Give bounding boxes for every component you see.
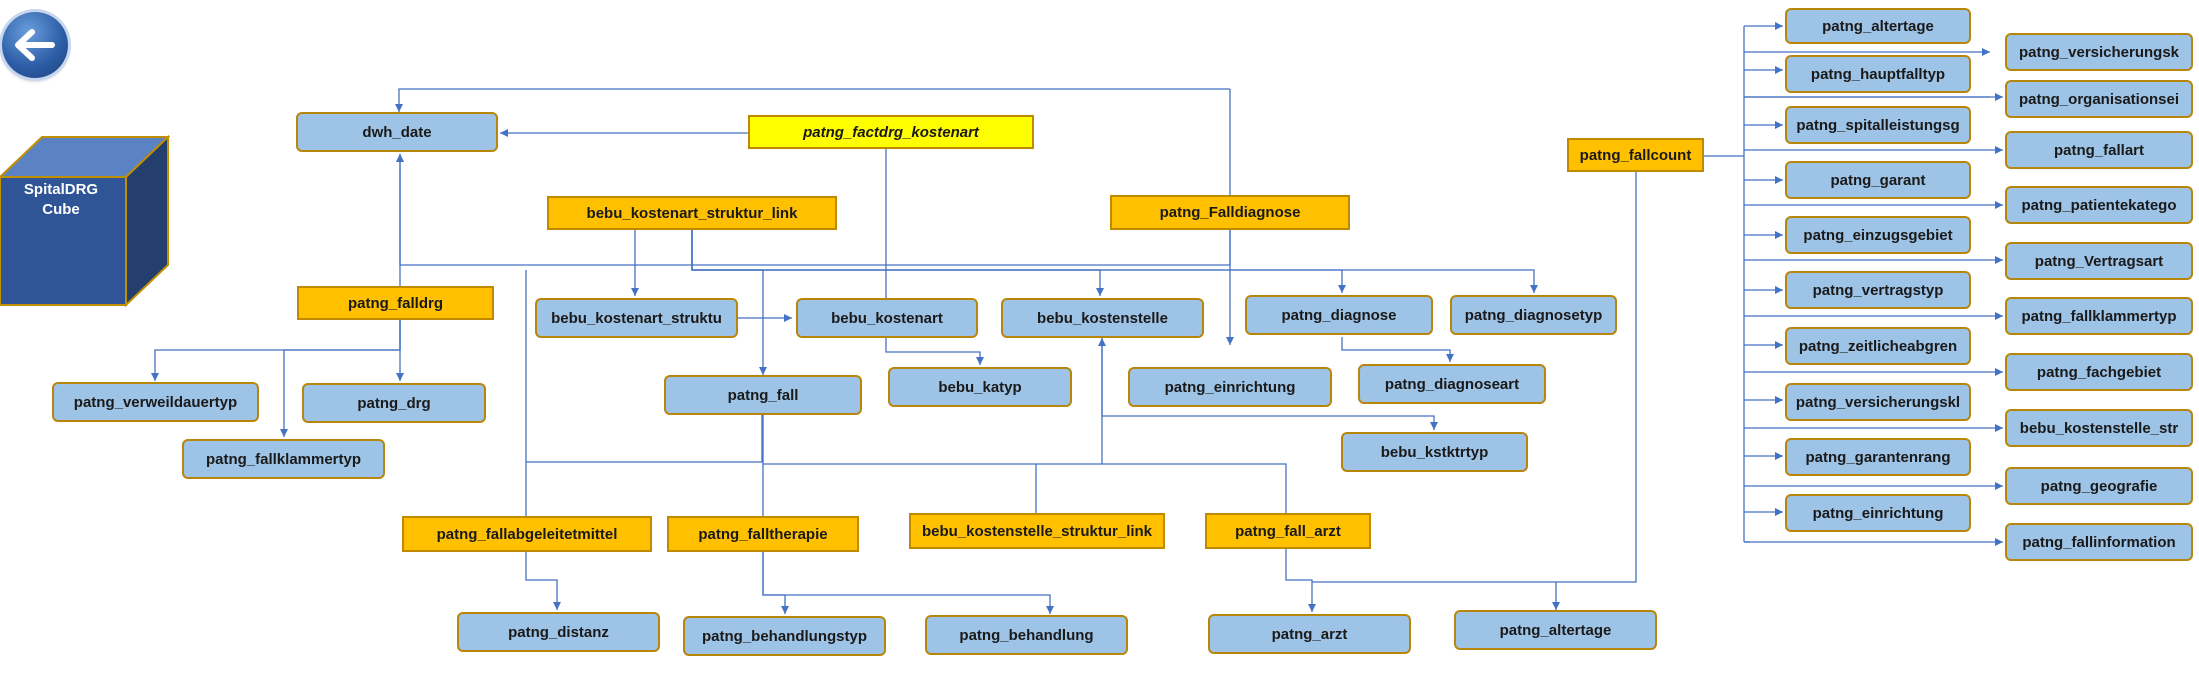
node-r-garantenrang[interactable]: patng_garantenrang [1785,438,1971,476]
node-patng-diagnosetyp[interactable]: patng_diagnosetyp [1450,295,1617,335]
node-patng-falltherapie[interactable]: patng_falltherapie [667,516,859,552]
node-patng-diagnose[interactable]: patng_diagnose [1245,295,1433,335]
node-bebu-kostenart-struktur-link[interactable]: bebu_kostenart_struktur_link [547,196,837,230]
node-r-vertragstyp[interactable]: patng_vertragstyp [1785,271,1971,309]
node-patng-einrichtung[interactable]: patng_einrichtung [1128,367,1332,407]
node-patng-distanz[interactable]: patng_distanz [457,612,660,652]
node-s-geografie[interactable]: patng_geografie [2005,467,2193,505]
node-r-altertage[interactable]: patng_altertage [1785,8,1971,44]
node-bebu-kostenstelle-struktur-link[interactable]: bebu_kostenstelle_struktur_link [909,513,1165,549]
node-patng-falldiagnose[interactable]: patng_Falldiagnose [1110,195,1350,230]
node-bebu-kstktrtyp[interactable]: bebu_kstktrtyp [1341,432,1528,472]
cube-label: SpitalDRG Cube [0,180,122,220]
node-patng-behandlung[interactable]: patng_behandlung [925,615,1128,655]
node-s-vertragsart[interactable]: patng_Vertragsart [2005,242,2193,280]
node-dwh-date[interactable]: dwh_date [296,112,498,152]
node-r-hauptfalltyp[interactable]: patng_hauptfalltyp [1785,55,1971,93]
cube-label-line2: Cube [42,201,80,218]
node-s-fachgebiet[interactable]: patng_fachgebiet [2005,353,2193,391]
node-patng-factdrg-kostenart[interactable]: patng_factdrg_kostenart [748,115,1034,149]
node-patng-fallklammertyp[interactable]: patng_fallklammertyp [182,439,385,479]
node-r-versicherungskl[interactable]: patng_versicherungskl [1785,383,1971,421]
node-r-garant[interactable]: patng_garant [1785,161,1971,199]
node-patng-falldrg[interactable]: patng_falldrg [297,286,494,320]
node-bebu-kostenart-struktu[interactable]: bebu_kostenart_struktu [535,298,738,338]
node-s-versicherungsk[interactable]: patng_versicherungsk [2005,33,2193,71]
cube-label-line1: SpitalDRG [23,181,99,198]
back-button[interactable] [2,12,68,78]
node-s-organisationsei[interactable]: patng_organisationsei [2005,80,2193,118]
node-patng-verweildauertyp[interactable]: patng_verweildauertyp [52,382,259,422]
node-s-kostenstelle-str[interactable]: bebu_kostenstelle_str [2005,409,2193,447]
node-s-fallinformation[interactable]: patng_fallinformation [2005,523,2193,561]
node-bebu-katyp[interactable]: bebu_katyp [888,367,1072,407]
node-patng-fall-arzt[interactable]: patng_fall_arzt [1205,513,1371,549]
node-s-fallklammertyp[interactable]: patng_fallklammertyp [2005,297,2193,335]
node-bebu-kostenart[interactable]: bebu_kostenart [796,298,978,338]
node-patng-fall[interactable]: patng_fall [664,375,862,415]
node-r-spitalleistungsg[interactable]: patng_spitalleistungsg [1785,106,1971,144]
cube-icon [0,135,170,307]
node-patng-fallabgeleitetmittel[interactable]: patng_fallabgeleitetmittel [402,516,652,552]
node-patng-arzt[interactable]: patng_arzt [1208,614,1411,654]
node-r-zeitlicheabgren[interactable]: patng_zeitlicheabgren [1785,327,1971,365]
node-bebu-kostenstelle[interactable]: bebu_kostenstelle [1001,298,1204,338]
node-patng-fallcount[interactable]: patng_fallcount [1567,138,1704,172]
node-patng-altertage[interactable]: patng_altertage [1454,610,1657,650]
node-patng-behandlungstyp[interactable]: patng_behandlungstyp [683,616,886,656]
node-r-einrichtung[interactable]: patng_einrichtung [1785,494,1971,532]
node-patng-drg[interactable]: patng_drg [302,383,486,423]
node-s-patientekatego[interactable]: patng_patientekatego [2005,186,2193,224]
node-r-einzugsgebiet[interactable]: patng_einzugsgebiet [1785,216,1971,254]
node-patng-diagnoseart[interactable]: patng_diagnoseart [1358,364,1546,404]
arrow-left-icon [15,29,55,61]
node-s-fallart[interactable]: patng_fallart [2005,131,2193,169]
